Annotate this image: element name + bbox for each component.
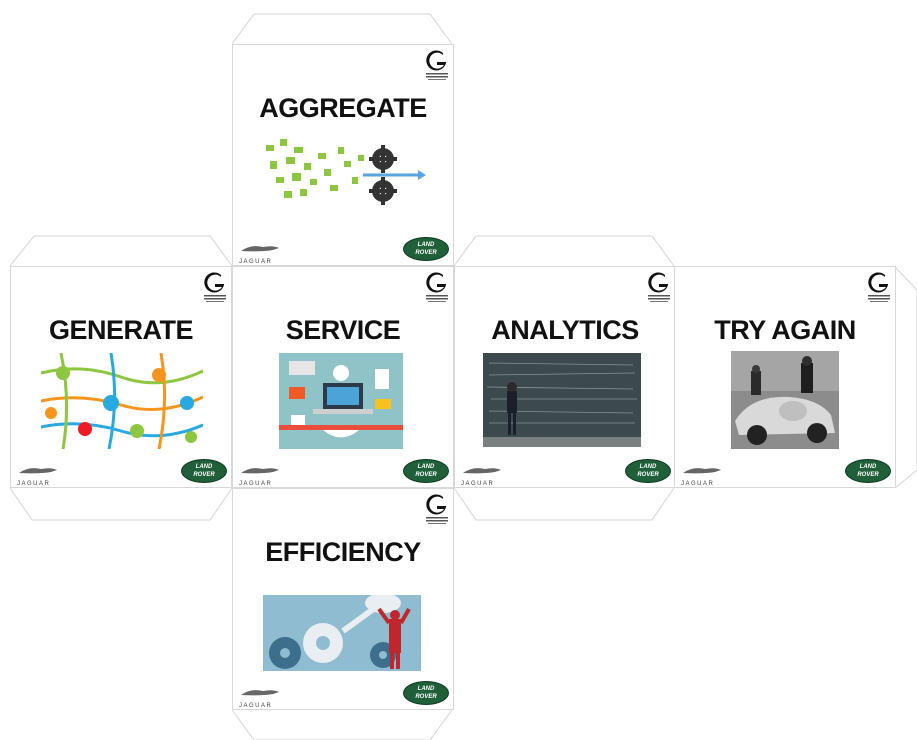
face-title-aggregate: AGGREGATE [259,93,427,123]
jaguar-logo: JAGUAR [461,463,503,487]
jaguar-cat-icon [241,468,279,474]
jaguar-logo: JAGUAR [239,685,281,709]
service-illustration [279,353,403,449]
land-rover-line1: LAND [417,686,435,692]
jaguar-wordmark: JAGUAR [239,259,273,265]
face-aggregate: AGGREGATE JAGUAR LAND ROVER [232,44,454,266]
jaguar-logo: JAGUAR [681,463,723,487]
land-rover-line1: LAND [417,242,435,248]
g-logo-icon [204,272,226,302]
land-rover-line2: ROVER [415,472,437,478]
face-efficiency: EFFICIENCY JAGUAR LAND ROVER [232,488,454,710]
jaguar-cat-icon [463,468,501,474]
jaguar-cat-icon [241,246,279,252]
jaguar-cat-icon [683,468,721,474]
jaguar-cat-icon [241,690,279,696]
land-rover-logo: LAND ROVER [845,459,891,483]
jaguar-logo: JAGUAR [17,463,59,487]
face-title-generate: GENERATE [48,315,194,345]
top-flap [231,13,453,45]
left-bottom-flap [9,487,233,521]
efficiency-gears-illustration [263,595,421,671]
analytics-top-flap [453,235,675,267]
land-rover-line1: LAND [195,464,213,470]
land-rover-logo: LAND ROVER [403,237,449,261]
land-rover-line1: LAND [417,464,435,470]
face-title-analytics: ANALYTICS [491,315,639,345]
land-rover-line1: LAND [639,464,657,470]
analytics-chalkboard-photo [483,353,641,447]
face-title-efficiency: EFFICIENCY [265,537,421,567]
land-rover-logo: LAND ROVER [403,681,449,705]
jaguar-logo: JAGUAR [239,463,281,487]
aggregate-gears-illustration [266,139,426,205]
land-rover-line2: ROVER [415,250,437,256]
land-rover-line2: ROVER [637,472,659,478]
land-rover-line2: ROVER [193,472,215,478]
face-generate: GENERATE JAGUAR LAND ROVER [10,266,232,488]
jaguar-wordmark: JAGUAR [461,481,495,487]
jaguar-cat-icon [19,468,57,474]
g-logo-icon [426,50,448,80]
land-rover-logo: LAND ROVER [625,459,671,483]
g-logo-icon [426,494,448,524]
bottom-flap [231,709,453,740]
try-again-car-photo [731,351,839,449]
jaguar-wordmark: JAGUAR [17,481,51,487]
face-analytics: ANALYTICS JAGUAR LAND ROVER [454,266,676,488]
jaguar-wordmark: JAGUAR [239,481,273,487]
analytics-bottom-flap [453,487,675,521]
land-rover-logo: LAND ROVER [403,459,449,483]
land-rover-line2: ROVER [415,694,437,700]
land-rover-logo: LAND ROVER [181,459,227,483]
g-logo-icon [426,272,448,302]
g-logo-icon [648,272,670,302]
jaguar-wordmark: JAGUAR [239,703,273,709]
land-rover-line1: LAND [859,464,877,470]
jaguar-wordmark: JAGUAR [681,481,715,487]
generate-network-illustration [41,353,203,449]
jaguar-logo: JAGUAR [239,241,281,265]
right-flap [894,266,917,489]
left-flap [9,235,233,267]
face-service: SERVICE JAGUAR LAND ROVER [232,266,454,488]
face-try-again: TRY AGAIN JAGUAR LAND ROVER [674,266,896,488]
g-logo-icon [868,272,890,302]
land-rover-line2: ROVER [857,472,879,478]
face-title-service: SERVICE [285,315,401,345]
face-title-try-again: TRY AGAIN [714,315,856,345]
